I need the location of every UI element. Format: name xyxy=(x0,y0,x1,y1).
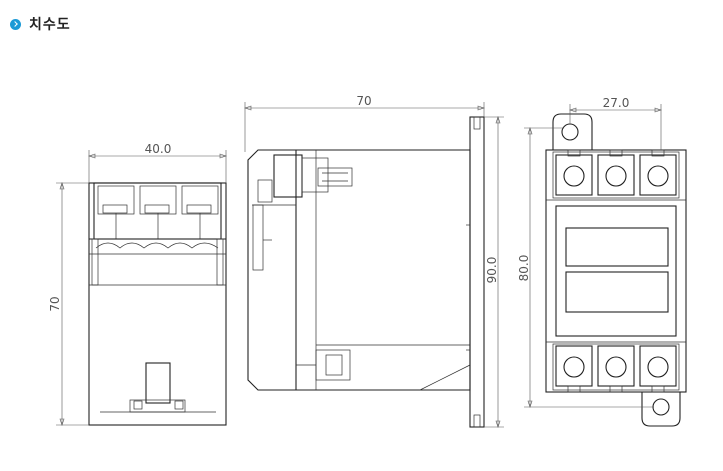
side-depth-dimension: 70 xyxy=(244,94,485,152)
side-view xyxy=(247,116,485,428)
side-height-dimension: 90.0 xyxy=(484,116,504,428)
front-width-dimension: 40.0 xyxy=(88,142,227,183)
front-width-label: 40.0 xyxy=(145,142,172,156)
front-height-dimension: 70 xyxy=(48,182,89,426)
front-height-label: 70 xyxy=(48,296,62,311)
back-pitch-dimension: 27.0 xyxy=(569,96,662,150)
back-view xyxy=(545,113,687,427)
side-depth-label: 70 xyxy=(356,94,371,108)
back-height-label: 80.0 xyxy=(517,255,531,282)
back-height-dimension: 80.0 xyxy=(517,127,654,408)
section-heading: 치수도 xyxy=(10,14,71,34)
chevron-right-icon xyxy=(10,18,21,30)
side-height-label: 90.0 xyxy=(485,257,499,284)
front-view xyxy=(88,182,227,426)
back-pitch-label: 27.0 xyxy=(603,96,630,110)
section-title: 치수도 xyxy=(29,17,71,33)
